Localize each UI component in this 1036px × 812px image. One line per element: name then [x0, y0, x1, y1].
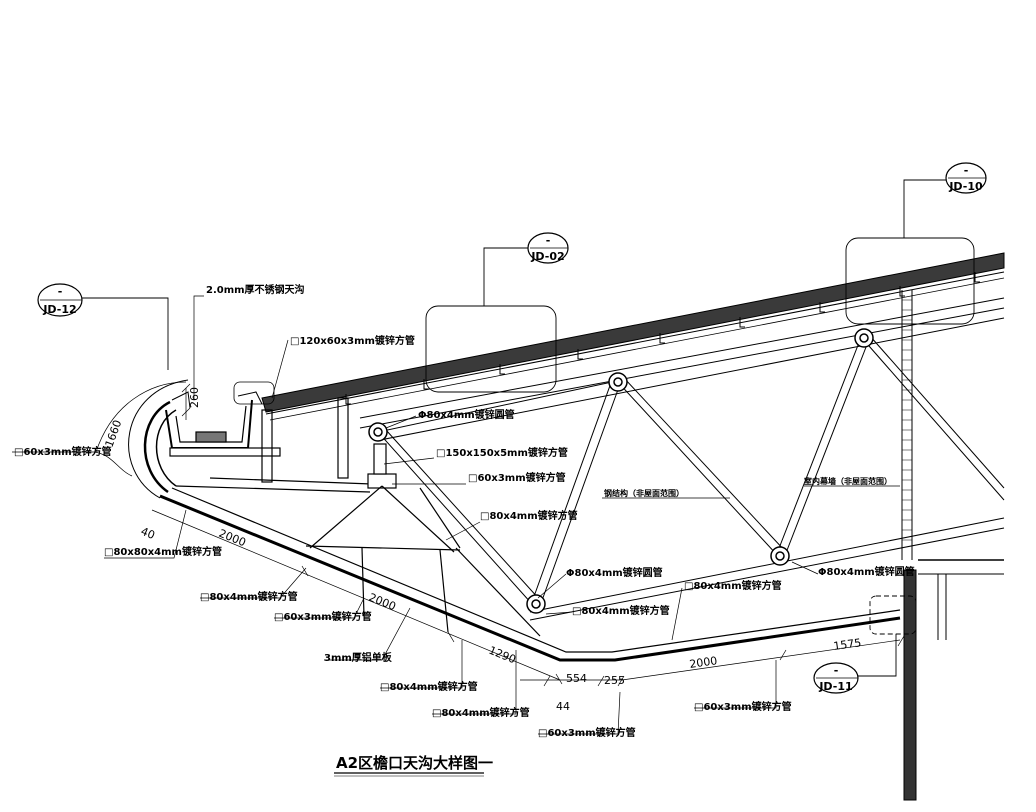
detail-jd10-mark: JD-10	[948, 180, 983, 193]
label-tube-60-left: □60x3mm镀锌方管	[14, 445, 112, 458]
label-tube-120: □120x60x3mm镀锌方管	[290, 334, 415, 347]
callout-boxes	[40, 179, 975, 677]
material-labels: 2.0mm厚不锈钢天沟 □120x60x3mm镀锌方管 Φ80x4mm镀锌圆管 …	[14, 283, 915, 739]
dim-2000-b: 2000	[367, 591, 398, 614]
truss-chords	[359, 297, 1005, 621]
label-tube-80-e: □80x4mm镀锌方管	[572, 604, 670, 617]
dim-1290: 1290	[487, 644, 518, 667]
dim-260: 260	[188, 387, 201, 408]
truss-diagonals	[377, 335, 1005, 607]
detail-jd02-mark: JD-02	[530, 250, 564, 263]
label-tube-80-d: □80x4mm镀锌方管	[432, 706, 530, 719]
stainless-gutter	[165, 381, 349, 483]
detail-tag-jd02: - JD-02	[527, 232, 569, 264]
label-steel-structure: 钢结构（非屋面范围）	[604, 488, 684, 498]
dim-255: 255	[604, 674, 625, 687]
dimension-lines	[95, 381, 905, 687]
dim-1575: 1575	[833, 636, 863, 653]
label-tube-60-d: □60x3mm镀锌方管	[694, 700, 792, 713]
detail-jd12-mark: JD-12	[42, 303, 76, 316]
truss-nodes	[368, 328, 874, 614]
label-tube-80-b: □80x4mm镀锌方管	[200, 590, 298, 603]
leader-lines	[12, 295, 900, 735]
detail-jd12-top: -	[58, 285, 63, 298]
label-tube-80x80: □80x80x4mm镀锌方管	[104, 545, 222, 558]
soffit	[159, 487, 901, 662]
detail-tag-jd12: - JD-12	[37, 283, 83, 317]
label-pipe-80-c: Φ80x4mm镀锌圆管	[818, 565, 915, 578]
detail-jd02-top: -	[546, 234, 551, 247]
eave-frame	[175, 443, 541, 637]
label-tube-80-f: □80x4mm镀锌方管	[684, 579, 782, 592]
detail-jd10-top: -	[964, 164, 969, 177]
detail-tag-jd10: - JD-10	[945, 162, 987, 194]
label-gutter: 2.0mm厚不锈钢天沟	[206, 283, 305, 296]
wall-column	[901, 290, 1004, 801]
label-pipe-80-a: Φ80x4mm镀锌圆管	[418, 408, 515, 421]
label-tube-60-b: □60x3mm镀锌方管	[274, 610, 372, 623]
dim-2000-c: 2000	[689, 654, 719, 671]
dim-40: 40	[139, 525, 157, 542]
dim-44: 44	[556, 700, 570, 713]
label-panel: 3mm厚铝单板	[324, 651, 393, 664]
eave-nose	[128, 379, 189, 499]
label-tube-80-a: □80x4mm镀锌方管	[480, 509, 578, 522]
detail-jd11-mark: JD-11	[818, 680, 852, 693]
roof-surface	[261, 252, 1005, 421]
drawing-title-block: A2区檐口天沟大样图一	[334, 754, 493, 777]
dim-554: 554	[566, 672, 587, 685]
label-tube-150: □150x150x5mm镀锌方管	[436, 446, 568, 459]
label-pipe-80-b: Φ80x4mm镀锌圆管	[566, 566, 663, 579]
label-tube-80-c: □80x4mm镀锌方管	[380, 680, 478, 693]
roof-purlin-clips	[345, 272, 980, 405]
dim-1660: 1660	[103, 418, 125, 449]
label-tube-60-a: □60x3mm镀锌方管	[468, 471, 566, 484]
drawing-title: A2区檐口天沟大样图一	[336, 754, 493, 772]
detail-jd11-top: -	[834, 664, 839, 677]
label-curtain-wall: 室内幕墙（非屋面范围）	[804, 476, 892, 486]
label-tube-60-c: □60x3mm镀锌方管	[538, 726, 636, 739]
detail-tag-jd11: - JD-11	[813, 662, 859, 694]
